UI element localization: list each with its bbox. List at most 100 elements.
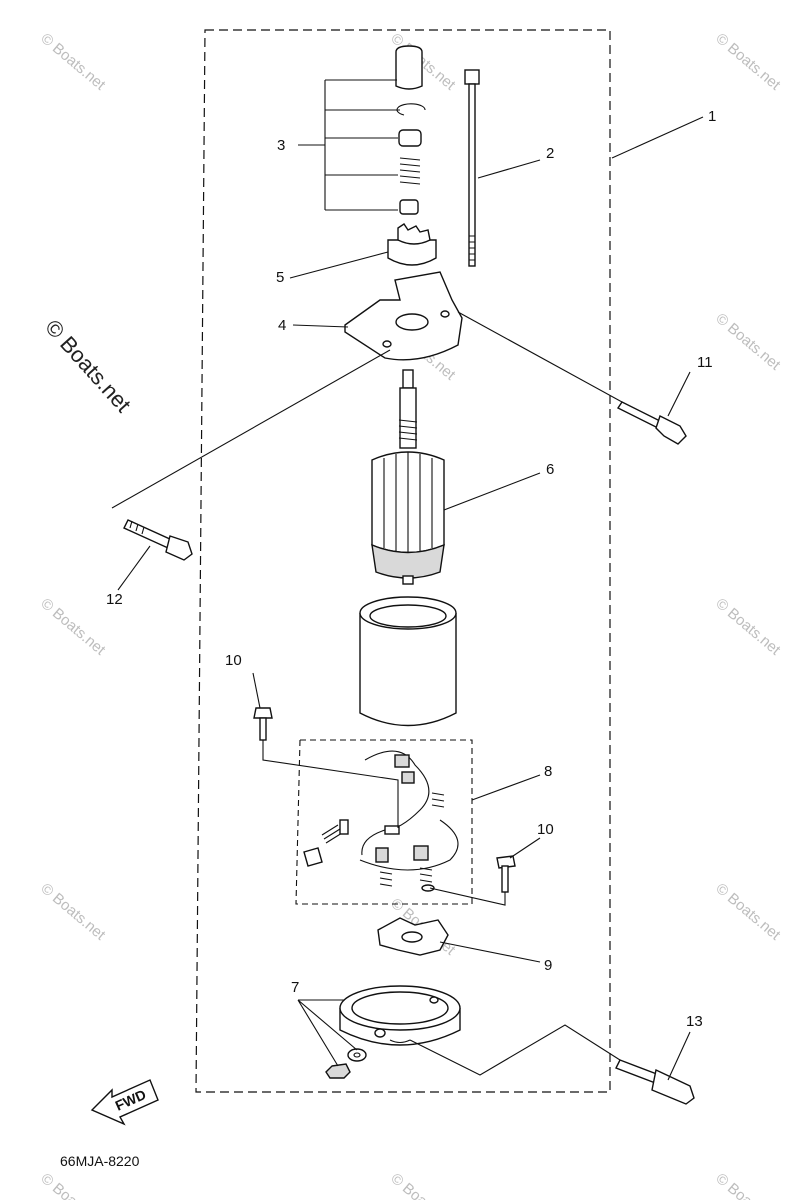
callout-12: 12 — [106, 591, 123, 608]
rear-cover-inner — [351, 991, 449, 1025]
fwd-direction-arrow: FWD — [90, 1079, 159, 1126]
rear-cover-detail — [389, 1039, 411, 1044]
fwd-arrow-icon — [90, 1079, 159, 1126]
callout-leader-12 — [117, 545, 151, 591]
bracket-bore — [395, 313, 429, 331]
screw-assembly-line — [262, 740, 399, 828]
part-11-bolt — [457, 311, 691, 445]
brush-spring — [379, 871, 393, 887]
watermark: © Boats.net — [712, 310, 784, 374]
bolt-head — [655, 415, 687, 445]
bolt-shank — [616, 401, 664, 429]
part-13-bolt — [409, 1024, 695, 1105]
part-3-group — [298, 45, 426, 215]
terminal-nut — [303, 847, 323, 867]
watermark: © Boats.net — [37, 30, 109, 94]
brush — [375, 847, 389, 863]
callout-leader-8 — [471, 774, 541, 801]
part-circlip — [396, 103, 426, 116]
yoke-inner — [369, 604, 447, 628]
bolt-thread — [469, 235, 475, 261]
diagram-part-code: 66MJA-8220 — [60, 1153, 140, 1169]
callout-leader-1 — [611, 116, 704, 159]
callout-8: 8 — [544, 763, 552, 780]
armature-shaft-bottom — [402, 575, 414, 585]
part-spring — [399, 157, 421, 185]
callout-11: 11 — [697, 354, 713, 371]
part-stopper — [399, 199, 419, 215]
callout-labels: 1 2 3 4 5 6 7 8 9 10 10 11 12 13 — [106, 108, 716, 1030]
brush-terminal — [384, 825, 400, 835]
assembly-boundary — [195, 29, 611, 1093]
callout-6: 6 — [546, 461, 554, 478]
watermark: © Boats.net — [712, 880, 784, 944]
armature-spline — [398, 419, 418, 441]
brush — [413, 845, 429, 861]
assembly-line-11 — [457, 311, 623, 403]
boats-net-watermark: © Boats.net — [40, 315, 136, 417]
callout-leader-13 — [667, 1031, 691, 1081]
callout-leader-6 — [443, 472, 541, 511]
callout-leader-11 — [667, 371, 691, 417]
brush-lead-wire — [359, 819, 459, 871]
brush-spring — [419, 867, 433, 883]
callout-5: 5 — [276, 269, 284, 286]
callout-leader-7 — [297, 999, 358, 1067]
part-10-screw-upper — [252, 672, 399, 828]
callout-1: 1 — [708, 108, 716, 125]
watermark: © Boats.net — [37, 595, 109, 659]
callout-2: 2 — [546, 145, 554, 162]
screw-head — [253, 707, 273, 719]
yoke-body — [359, 613, 457, 727]
part-7-nut-washer — [297, 999, 367, 1079]
callout-4: 4 — [278, 317, 286, 334]
callout-leader-4 — [292, 324, 349, 328]
brush-assembly-boundary — [295, 739, 473, 905]
part-8-brush-assembly — [295, 739, 541, 905]
part-5-pinion-gear — [289, 223, 437, 279]
rear-cover — [339, 985, 461, 1046]
watermark: © Boats.net — [37, 880, 109, 944]
stud-thread — [129, 520, 145, 535]
part-9-brush-plate — [377, 917, 541, 963]
armature-commutator — [371, 543, 445, 579]
bracket-hole — [440, 310, 450, 318]
callout-9: 9 — [544, 957, 552, 974]
part-12-stud-bolt — [111, 349, 391, 591]
assembly-line-13 — [409, 1024, 621, 1076]
screw-shank — [259, 717, 267, 741]
bolt-head — [464, 69, 480, 85]
part-2-through-bolt — [464, 69, 541, 267]
screw-head — [496, 855, 516, 869]
armature-windings — [383, 452, 433, 555]
part-4-bracket — [292, 271, 463, 361]
pinion-body — [387, 239, 437, 266]
callout-leader-10-upper — [252, 672, 261, 709]
callout-3: 3 — [277, 137, 285, 154]
callout-leader-2 — [477, 159, 541, 179]
washer — [347, 1048, 367, 1062]
brush — [394, 754, 410, 768]
washer-hole — [353, 1052, 361, 1058]
bolt-shank — [468, 83, 476, 267]
callout-leader-10-lower — [509, 837, 541, 859]
part-10-screw-lower — [429, 837, 541, 906]
pinion-teeth — [397, 223, 431, 245]
callout-10-upper: 10 — [225, 652, 242, 669]
part-collar — [398, 129, 422, 147]
callout-13: 13 — [686, 1013, 703, 1030]
watermark: © Boats.net — [712, 30, 784, 94]
part-6-armature — [371, 369, 541, 585]
bolt-head — [651, 1068, 695, 1105]
brush — [401, 771, 415, 784]
part-pin — [395, 45, 423, 90]
brush-plate-center — [401, 931, 423, 943]
callout-leader-9 — [439, 941, 541, 963]
watermark: © Boats.net — [712, 595, 784, 659]
bracket-hole — [382, 340, 392, 348]
assembly-line-12 — [111, 349, 391, 509]
stud-head — [165, 535, 193, 561]
watermark: © Boats.net — [37, 1170, 109, 1200]
yoke-housing — [359, 596, 457, 727]
